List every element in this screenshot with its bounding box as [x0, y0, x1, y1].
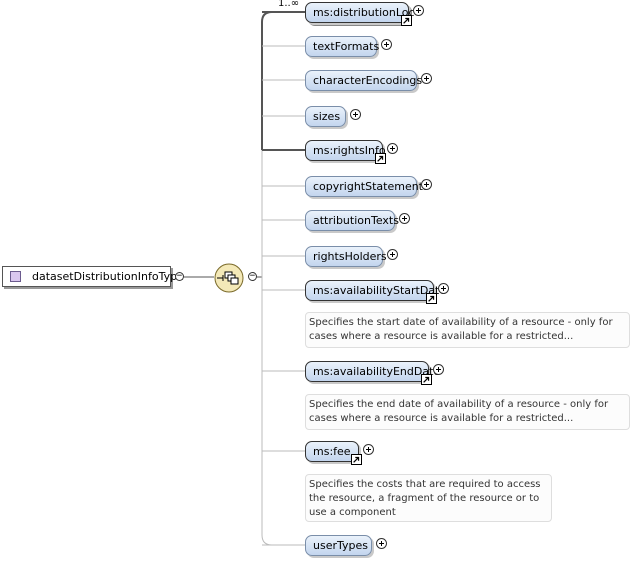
- element-label: userTypes: [313, 539, 368, 552]
- element-8[interactable]: ms:availabilityStartDate: [305, 280, 446, 304]
- element-5[interactable]: copyrightStatements: [305, 176, 429, 197]
- element-4[interactable]: ms:rightsInfo: [305, 140, 386, 164]
- expand-icon[interactable]: [421, 73, 432, 84]
- element-1[interactable]: textFormats: [305, 36, 380, 57]
- element-label: sizes: [313, 110, 341, 123]
- element-10[interactable]: ms:fee: [305, 441, 362, 465]
- expand-icon[interactable]: [413, 5, 424, 16]
- documentation-note: Specifies the costs that are required to…: [305, 474, 552, 522]
- complex-type-icon: [10, 271, 21, 282]
- element-0[interactable]: ms:distributionLoc: [305, 2, 415, 26]
- spine-top-corner: [261, 11, 305, 23]
- element-label: ms:rightsInfo: [313, 144, 386, 157]
- element-3[interactable]: sizes: [305, 106, 346, 127]
- expand-icon[interactable]: [421, 179, 432, 190]
- expand-icon[interactable]: [433, 364, 444, 375]
- reference-arrow-icon: [375, 153, 386, 164]
- element-label: ms:fee: [313, 445, 351, 458]
- element-9[interactable]: ms:availabilityEndDate: [305, 361, 440, 385]
- element-label: attributionTexts: [313, 214, 399, 227]
- expand-icon[interactable]: [399, 213, 410, 224]
- spine-bottom-corner: [261, 534, 305, 546]
- complex-type-box[interactable]: datasetDistributionInfoType: [2, 266, 184, 287]
- expand-icon[interactable]: [363, 444, 374, 455]
- complex-type-name: datasetDistributionInfoType: [32, 270, 184, 283]
- element-label: ms:availabilityStartDate: [313, 284, 447, 297]
- documentation-note: Specifies the end date of availability o…: [305, 394, 630, 430]
- expand-icon[interactable]: [381, 39, 392, 50]
- collapse-sequence-icon[interactable]: −: [248, 271, 257, 281]
- element-label: rightsHolders: [313, 250, 387, 263]
- sequence-compositor-icon[interactable]: [214, 263, 244, 293]
- element-label: characterEncodings: [313, 74, 423, 87]
- collapse-type-icon[interactable]: −: [175, 271, 184, 281]
- element-6[interactable]: attributionTexts: [305, 210, 399, 231]
- reference-arrow-icon: [401, 15, 412, 26]
- reference-arrow-icon: [421, 374, 432, 385]
- element-label: textFormats: [313, 40, 380, 53]
- element-11[interactable]: userTypes: [305, 535, 372, 556]
- expand-icon[interactable]: [350, 109, 361, 120]
- element-label: copyrightStatements: [313, 180, 429, 193]
- element-2[interactable]: characterEncodings: [305, 70, 422, 91]
- element-7[interactable]: rightsHolders: [305, 246, 387, 267]
- element-label: ms:distributionLoc: [313, 6, 415, 19]
- reference-arrow-icon: [426, 293, 437, 304]
- expand-icon[interactable]: [438, 283, 449, 294]
- expand-icon[interactable]: [376, 538, 387, 549]
- multiplicity-label: 1..∞: [278, 0, 300, 9]
- element-label: ms:availabilityEndDate: [313, 365, 441, 378]
- expand-icon[interactable]: [387, 143, 398, 154]
- reference-arrow-icon: [351, 454, 362, 465]
- documentation-note: Specifies the start date of availability…: [305, 312, 630, 348]
- expand-icon[interactable]: [387, 249, 398, 260]
